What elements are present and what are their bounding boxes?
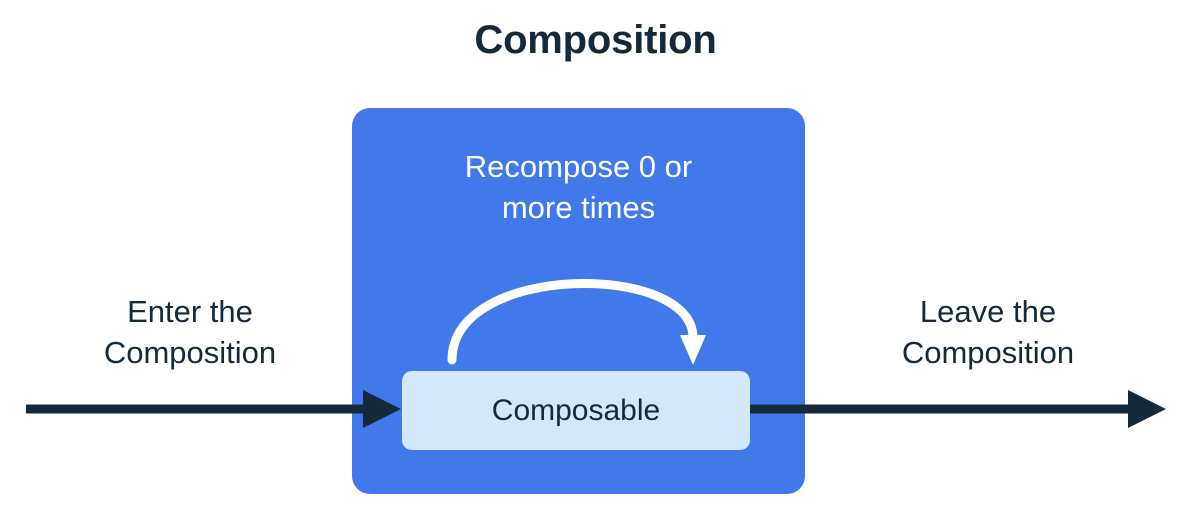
enter-composition-label: Enter the Composition	[40, 291, 340, 373]
recompose-note-line2: more times	[501, 190, 656, 226]
recompose-note-line1: Recompose 0 or	[464, 149, 693, 184]
enter-composition-label-line2: Composition	[103, 335, 277, 371]
enter-composition-label-line1: Enter the	[127, 294, 253, 329]
enter-arrow	[26, 390, 401, 428]
leave-composition-label-line2: Composition	[901, 335, 1075, 371]
leave-arrow	[750, 390, 1166, 428]
composable-box: Composable	[402, 371, 750, 450]
leave-composition-label-line1: Leave the	[919, 294, 1057, 329]
page-title: Composition	[474, 18, 717, 62]
recompose-note: Recompose 0 or more times	[372, 146, 785, 228]
leave-composition-label: Leave the Composition	[838, 291, 1138, 373]
leave-arrow-head	[1128, 390, 1166, 428]
composable-label: Composable	[491, 393, 661, 427]
